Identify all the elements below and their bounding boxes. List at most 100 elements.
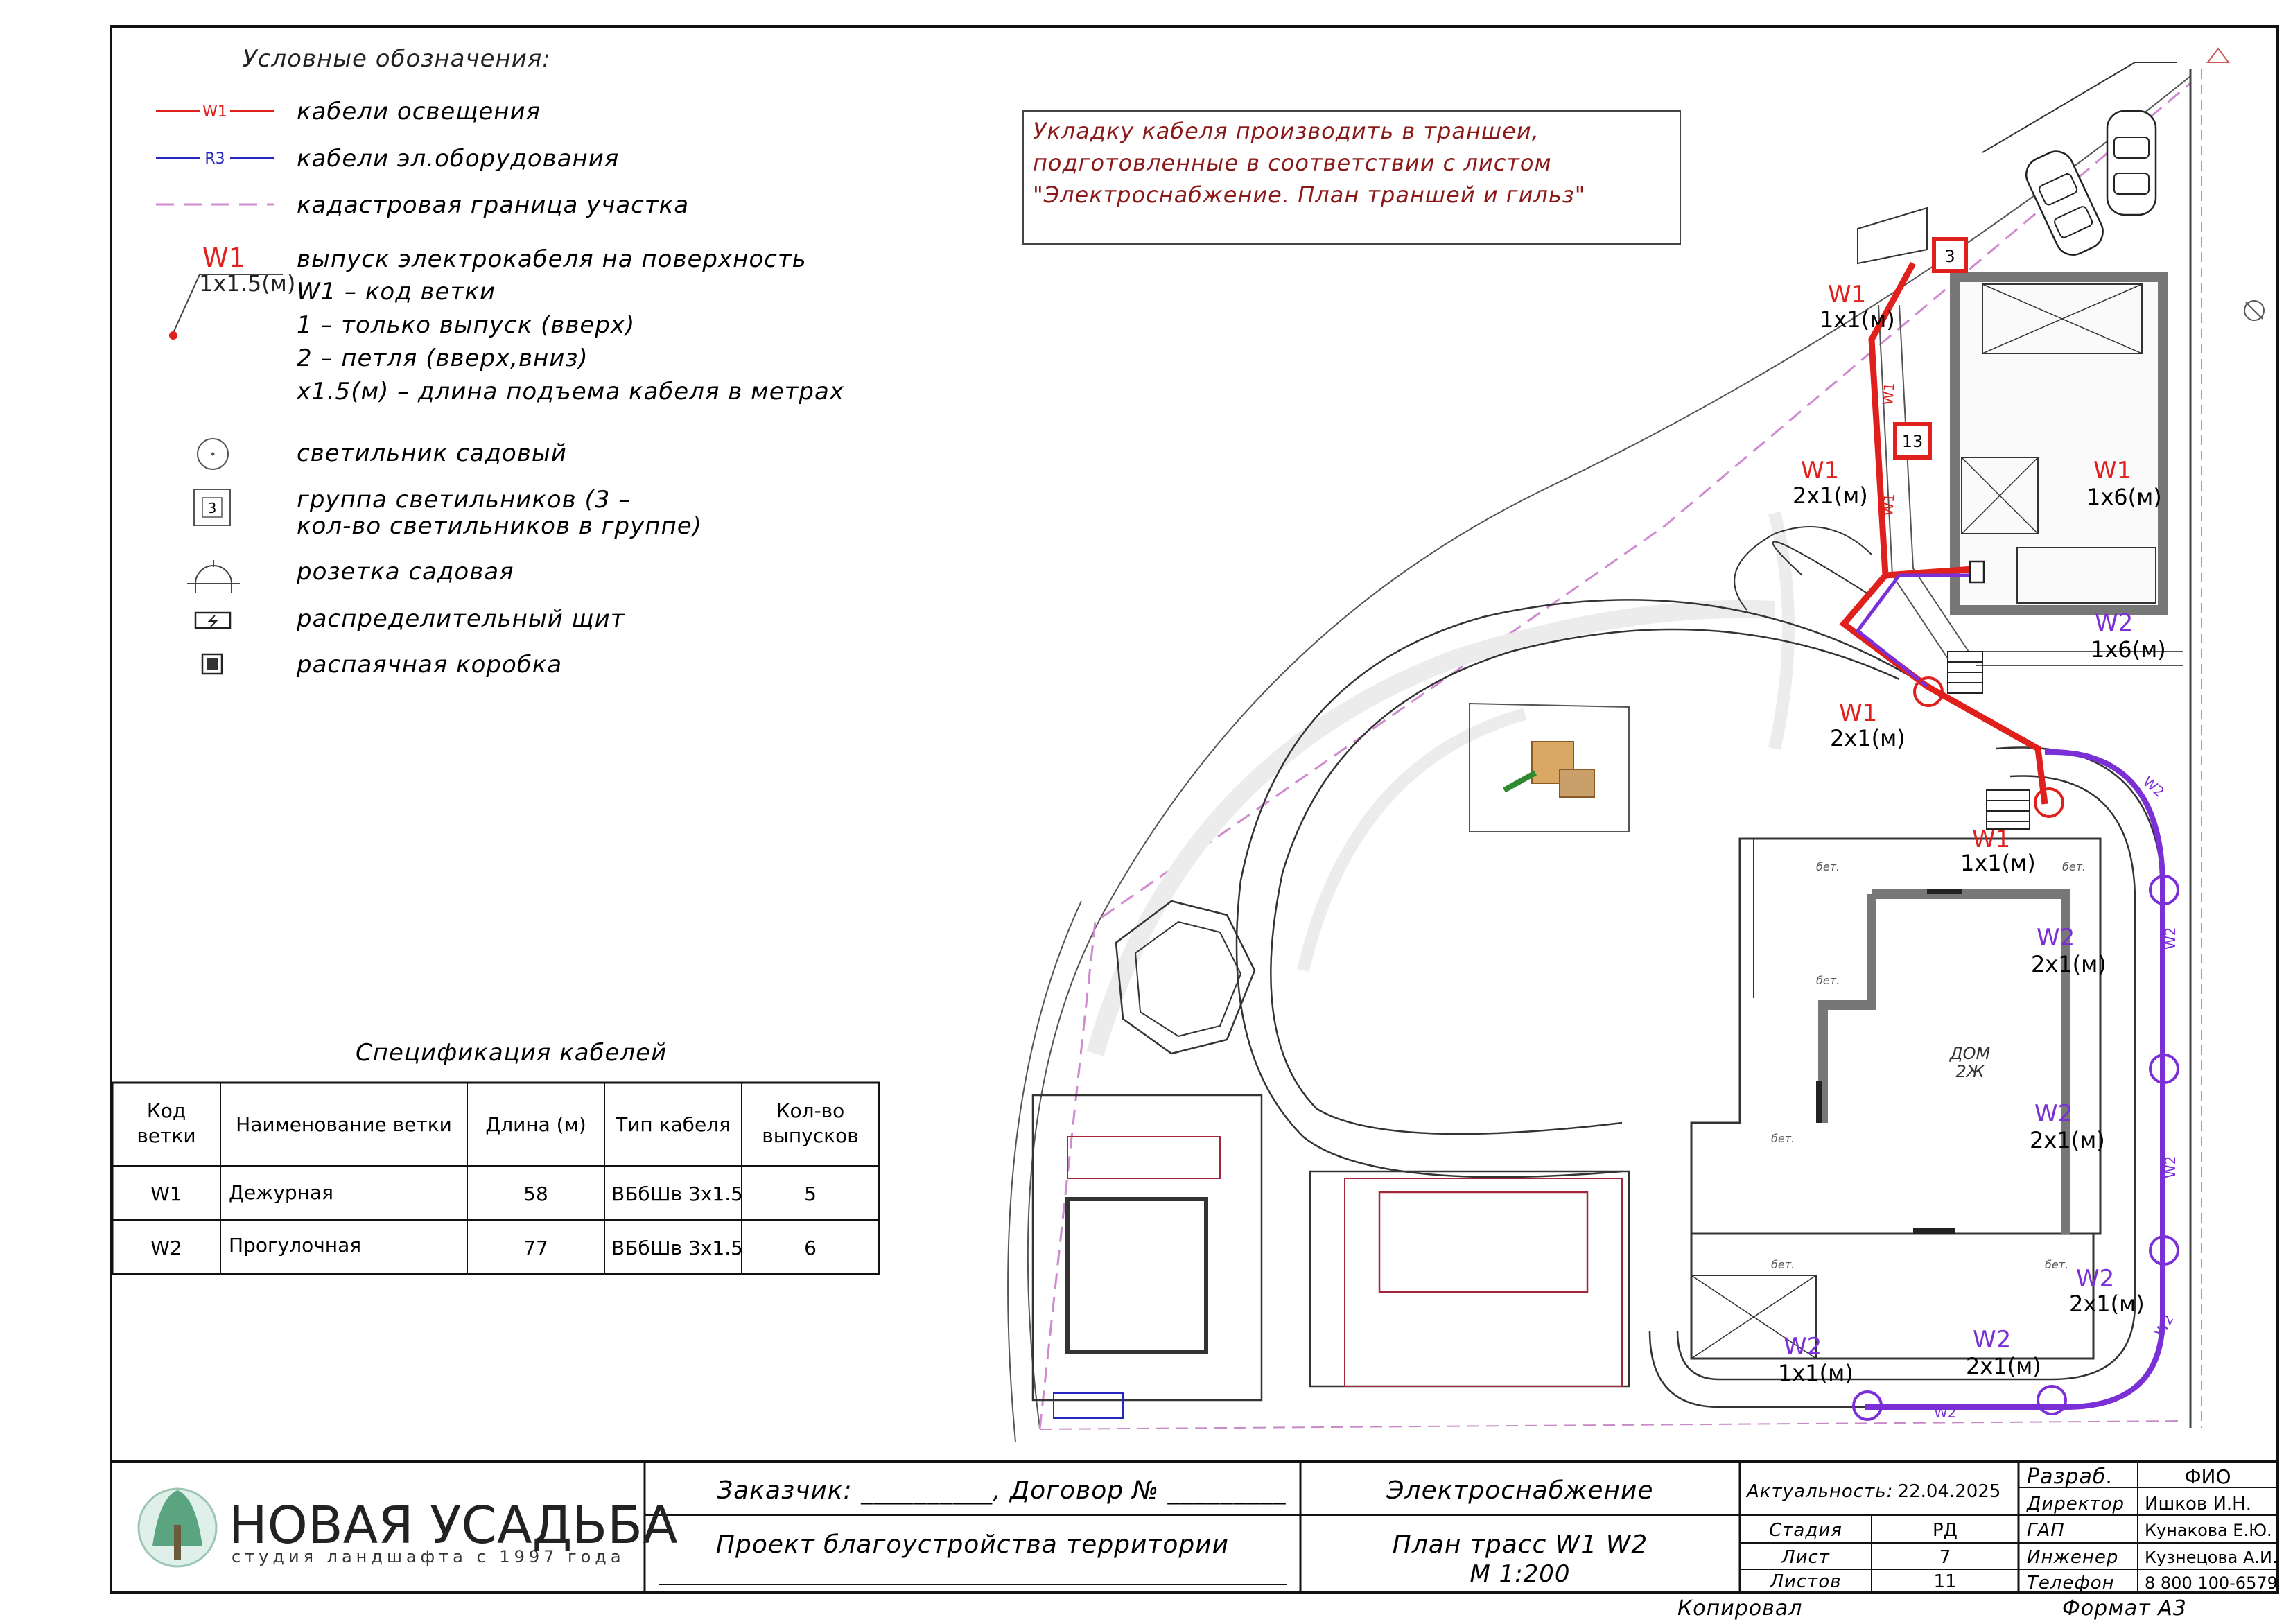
note-line-2: подготовленные в соответствии с листом [1033, 150, 1552, 176]
spec-table: Спецификация кабелей Код ветки Наименова… [111, 1039, 880, 1275]
tb-actuality-date: 22.04.2025 [1898, 1481, 2001, 1502]
spec-header-code-1: Код [147, 1099, 186, 1122]
bet-label: бет. [2062, 860, 2086, 873]
outlet-w1 [2034, 787, 2064, 818]
outlet-len: 1x1(м) [1960, 850, 2036, 876]
legend-outlet-line-3: 1 – только выпуск (вверх) [297, 311, 635, 339]
outlet-code: W1 [1828, 281, 1866, 308]
note-line-3: "Электроснабжение. План траншей и гильз" [1033, 182, 1585, 208]
outlet-len: 2x1(м) [1830, 725, 1906, 751]
legend-item-cadastre: кадастровая граница участка [297, 191, 689, 219]
legend-outlet-dot [169, 331, 177, 340]
tb-role: Разраб. [2027, 1465, 2113, 1489]
tb-name: Кузнецова А.И. [2145, 1548, 2278, 1567]
outlet-w2 [2149, 1235, 2179, 1266]
outlet-code: W1 [1972, 826, 2010, 853]
tb-role: ГАП [2027, 1520, 2065, 1541]
legend-outlet-line-4: 2 – петля (вверх,вниз) [297, 344, 588, 372]
tb-role: Телефон [2027, 1573, 2115, 1594]
outlet-len: 1x1(м) [1820, 306, 1895, 333]
tb-sheets-value: 11 [1933, 1571, 1956, 1592]
legend-item-equipment: кабели эл.оборудования [297, 145, 619, 173]
spec-cell: ВБбШв 3x1.5 [611, 1182, 743, 1205]
line-tag-w1: W1 [1879, 493, 1898, 516]
spec-header-code-2: ветки [137, 1124, 195, 1147]
tb-sheets-label: Листов [1769, 1571, 1841, 1592]
outlet-len: 2x1(м) [2030, 1127, 2105, 1153]
cable-w1 [1839, 261, 2048, 805]
outlet-len: 2x1(м) [1793, 482, 1868, 509]
spec-cell: 6 [804, 1237, 817, 1259]
legend-outlet-code: W1 [202, 243, 245, 273]
tb-sheet-label: Лист [1781, 1547, 1830, 1568]
tb-sheet-value: 7 [1939, 1547, 1951, 1568]
main-house: ДОМ 2Ж бет. бет. бет. бет. бет. бет. [1690, 837, 2102, 1271]
outlet-len: 1x1(м) [1778, 1360, 1854, 1386]
legend-symbol-junction: распаячная коробка [296, 651, 562, 679]
tb-stage-value: РД [1933, 1520, 1958, 1541]
spec-cell: 58 [523, 1182, 548, 1205]
spec-cell: 77 [523, 1237, 548, 1259]
tb-role: Инженер [2027, 1547, 2118, 1568]
legend-symbol-socket: розетка садовая [296, 558, 514, 586]
outlet-code: W1 [1801, 457, 1839, 484]
outbuilding [1031, 1094, 1263, 1402]
legend-symbol-light: светильник садовый [297, 439, 567, 467]
light-group-13 [1893, 422, 1932, 460]
outlet-code: W2 [1784, 1333, 1822, 1361]
tb-sheet-title: План трасс W1 W2 [1393, 1530, 1648, 1559]
logo-main: НОВАЯ УСАДЬБА [229, 1496, 678, 1555]
cadastre-boundary [1038, 82, 2191, 1430]
spec-title: Спецификация кабелей [356, 1039, 667, 1067]
outlet-w2 [2149, 1054, 2179, 1084]
outlet-len: 1x6(м) [2091, 636, 2166, 663]
legend: Условные обозначения: W1 кабели освещени… [156, 45, 844, 679]
outlet-len: 2x1(м) [2031, 951, 2107, 977]
compass-icon [2244, 300, 2265, 321]
distribution-board-icon [1969, 560, 1985, 584]
light-group-3 [1932, 237, 1968, 273]
gazebo [1115, 900, 1256, 1055]
logo: НОВАЯ УСАДЬБА студия ландшафта с 1997 го… [137, 1487, 678, 1568]
tb-name: ФИО [2184, 1465, 2231, 1488]
legend-symbol-group-2: кол-во светильников в группе) [297, 512, 702, 540]
spec-cell: 5 [804, 1182, 817, 1205]
site-boundary [1027, 74, 2191, 1429]
garden-socket-icon [187, 560, 240, 593]
format-label: Формат А3 [2062, 1596, 2187, 1621]
site-plan: ДОМ 2Ж бет. бет. бет. бет. бет. бет. [1007, 47, 2265, 1442]
legend-symbol-board: распределительный щит [296, 605, 625, 633]
line-tag-w1: W1 [1879, 382, 1898, 405]
cable-w2 [1855, 573, 1982, 688]
spec-header-count-2: выпусков [762, 1124, 858, 1147]
garage-building [1950, 272, 2168, 615]
house-label-2: 2Ж [1955, 1062, 1985, 1081]
legend-w1-tag: W1 [202, 103, 227, 121]
spec-cell: Прогулочная [229, 1234, 361, 1257]
legend-r3-tag: R3 [204, 150, 225, 168]
outlet-len: 2x1(м) [2069, 1291, 2145, 1317]
note-box: Укладку кабеля производить в траншеи, по… [1022, 110, 1681, 245]
tb-name: Ишков И.Н. [2145, 1494, 2251, 1514]
spec-header-length: Длина (м) [485, 1113, 586, 1136]
spec-cell: W1 [150, 1182, 182, 1205]
spec-header-type: Тип кабеля [615, 1113, 731, 1136]
legend-outlet-line-2: W1 – код ветки [297, 278, 496, 306]
bet-label: бет. [2045, 1258, 2068, 1271]
distribution-board-icon [194, 611, 232, 629]
tb-name: 8 800 100-6579 [2145, 1573, 2278, 1593]
playground [1469, 702, 1630, 832]
tb-customer: Заказчик: __________, Договор № ________… [717, 1476, 1286, 1505]
outlet-code: W2 [2037, 924, 2075, 952]
pool-area [1309, 1170, 1630, 1388]
driveway [1270, 628, 1900, 1135]
line-tag-w2: W2 [2152, 1311, 2177, 1339]
tb-project: Проект благоустройства территории [716, 1530, 1229, 1559]
junction-box-icon [201, 653, 223, 675]
legend-symbol-group: группа светильников (3 – [297, 486, 631, 514]
outlet-w2 [2149, 875, 2179, 905]
line-tag-w2: W2 [2162, 1156, 2179, 1179]
house-label-1: ДОМ [1949, 1044, 1991, 1063]
bet-label: бет. [1771, 1132, 1795, 1145]
